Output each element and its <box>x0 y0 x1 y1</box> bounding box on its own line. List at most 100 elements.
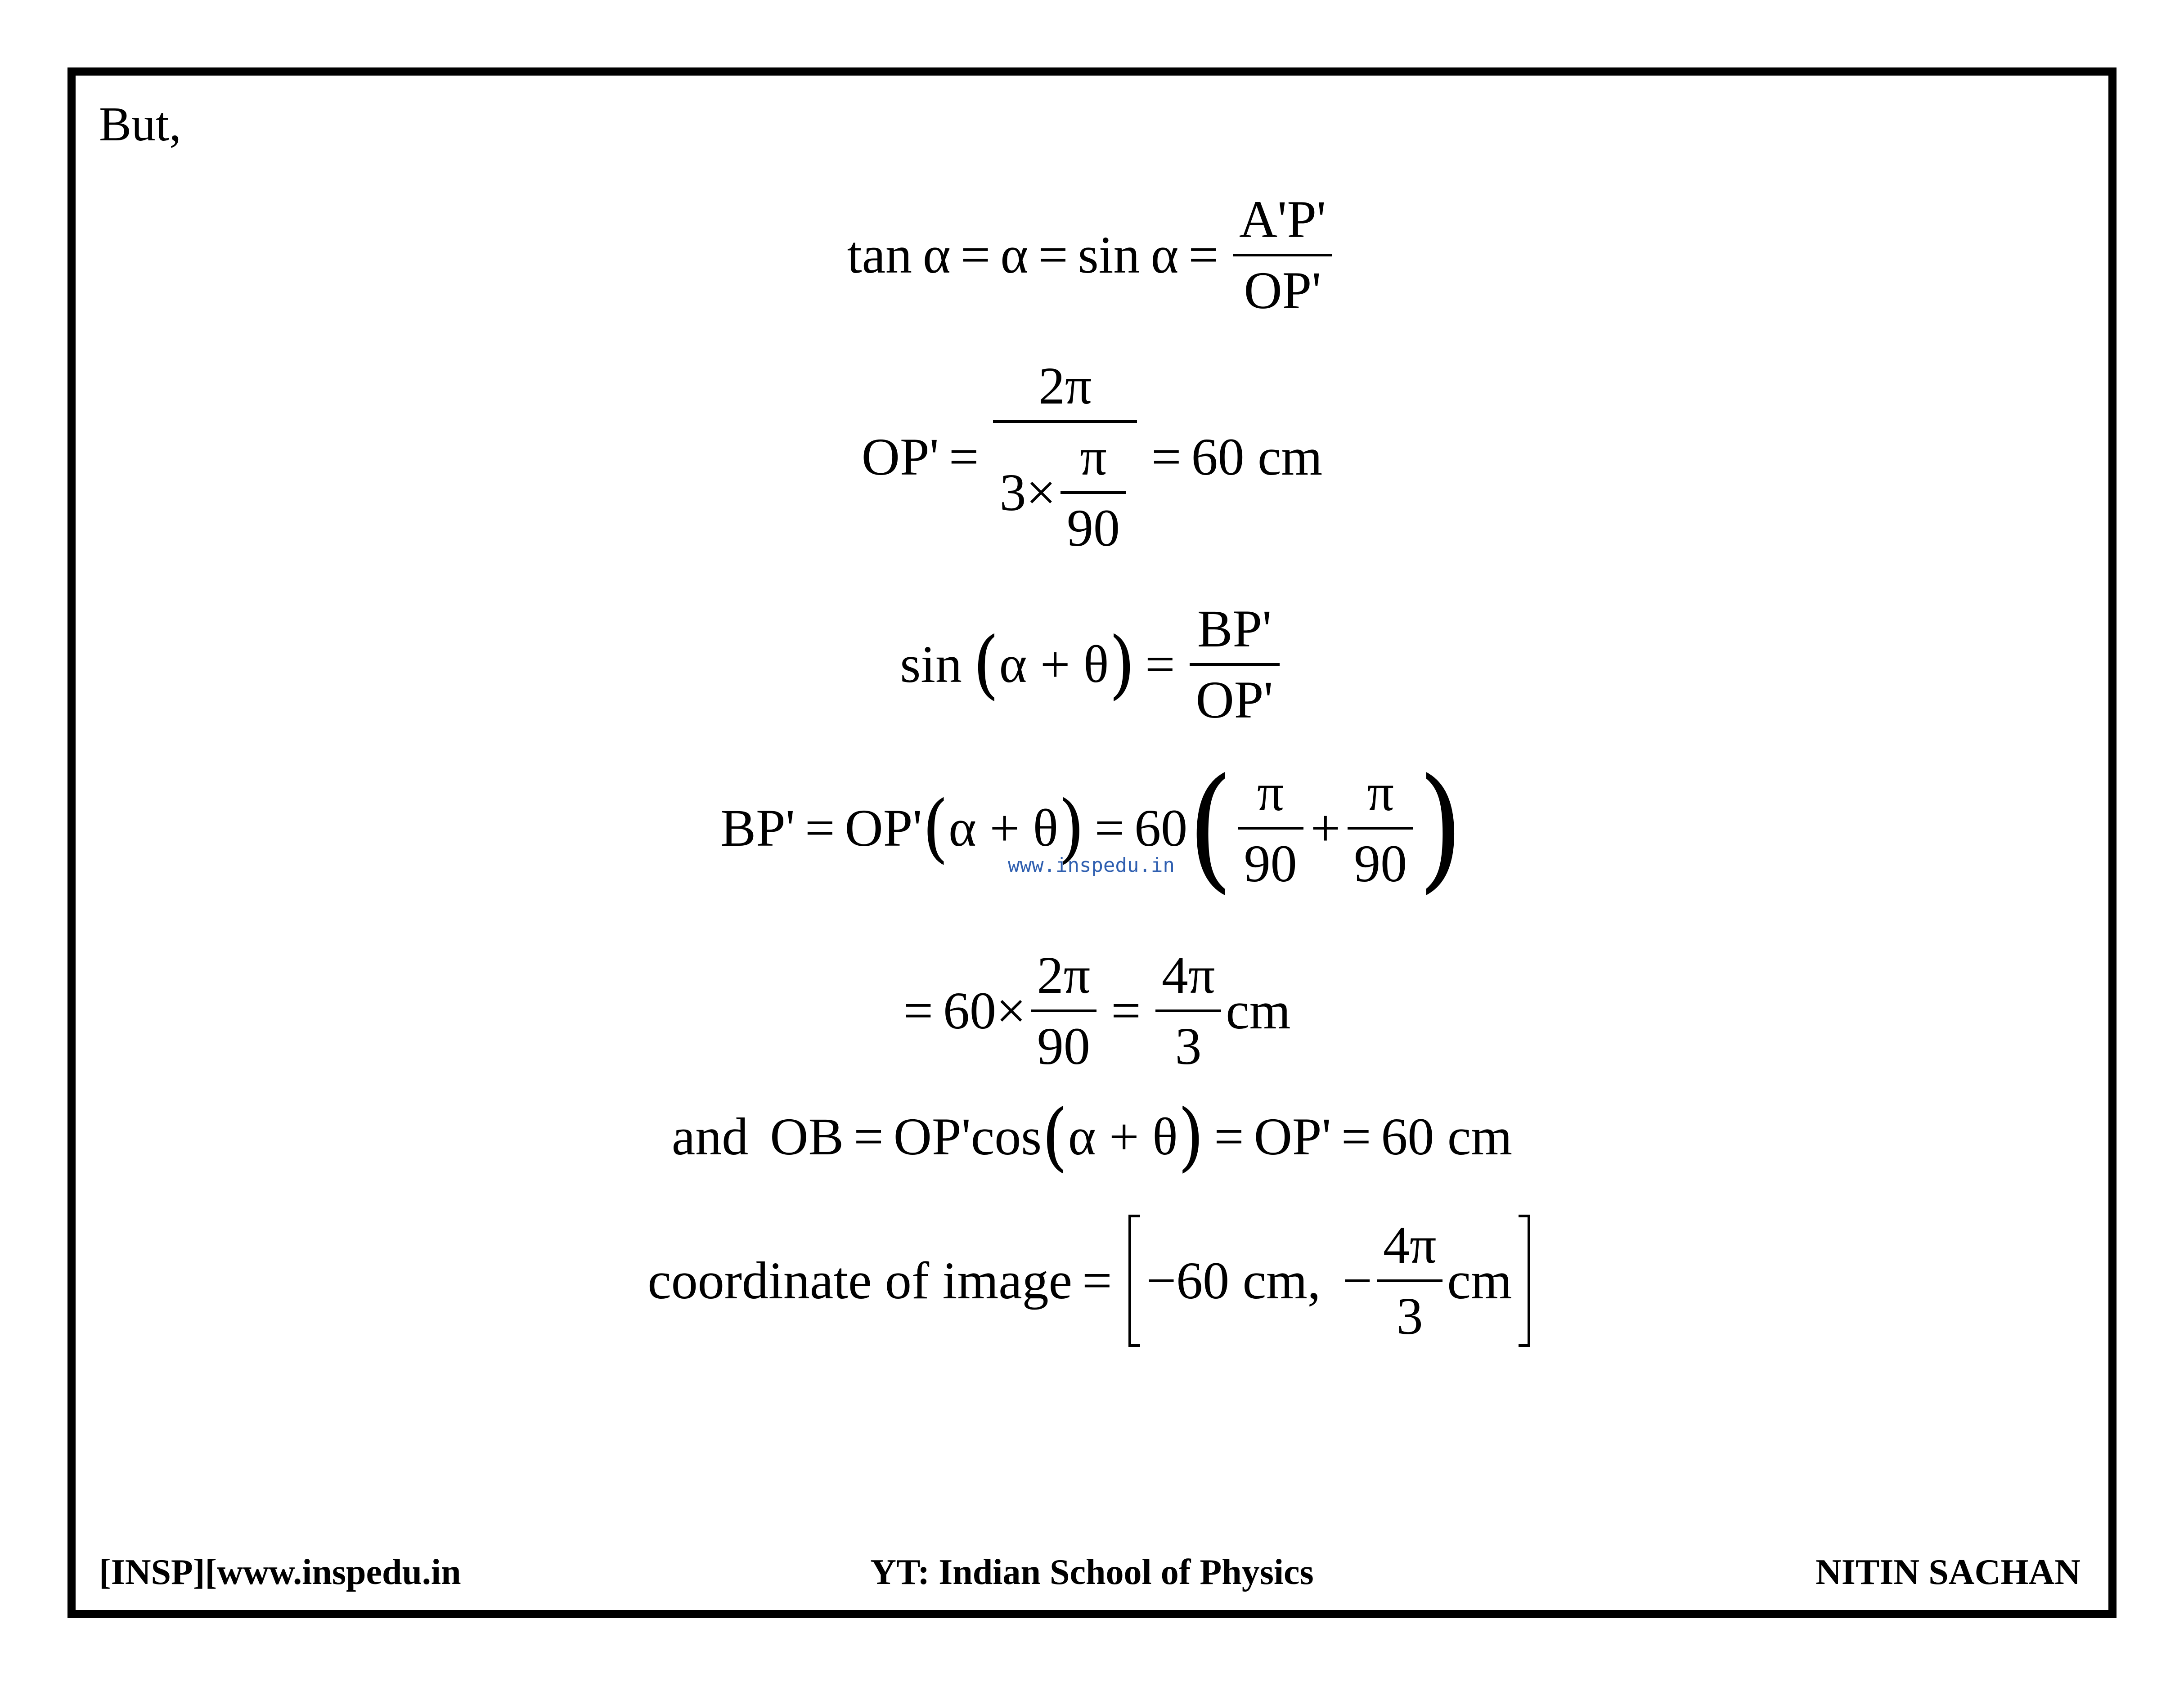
watermark-text: www.inspedu.in <box>1008 854 1175 877</box>
footer-left: [INSP][www.inspedu.in <box>99 1552 461 1592</box>
fraction-bar <box>1030 1010 1097 1012</box>
alpha-symbol: α <box>1000 225 1029 284</box>
denominator: 90 <box>1354 834 1407 893</box>
fraction: 4π 3 <box>1376 1215 1443 1347</box>
unit: cm <box>1226 981 1291 1040</box>
numerator: 4π <box>1161 946 1215 1005</box>
denominator: OP' <box>1244 261 1321 320</box>
equation-3: sin ( α + θ ) = BP' OP' <box>0 598 2184 731</box>
alpha-symbol: α <box>922 225 951 284</box>
equation-4: BP' = OP' ( α + θ ) = 60 ( π 90 + π 90 ) <box>0 750 2184 906</box>
equals-sign: = <box>1188 225 1218 284</box>
left-paren: ( <box>922 785 949 871</box>
fraction-bar <box>993 420 1137 423</box>
equals-sign: = <box>1094 799 1125 857</box>
footer-right: NITIN SACHAN <box>1816 1552 2081 1592</box>
fraction: π 90 <box>1348 762 1414 894</box>
fraction-bar <box>1155 1010 1222 1012</box>
right-paren: ) <box>1058 785 1085 871</box>
fraction: 2π 90 <box>1030 945 1097 1077</box>
sin-fn: sin <box>1078 225 1140 284</box>
alpha-symbol: α <box>1150 225 1179 284</box>
equals-sign: = <box>1214 1107 1244 1166</box>
fraction-bar <box>1348 827 1414 830</box>
fraction-bar <box>1061 491 1126 494</box>
equals-sign: = <box>960 225 991 284</box>
left-paren-large: ( <box>1187 750 1233 906</box>
denominator-coefficient: 3× <box>999 463 1056 522</box>
right-paren: ) <box>1109 621 1135 708</box>
equals-sign: = <box>948 427 979 486</box>
numerator: 2π <box>1037 946 1091 1005</box>
intro-text: But, <box>99 98 182 151</box>
equals-sign: = <box>1038 225 1068 284</box>
equals-sign: = <box>1341 1107 1371 1166</box>
equals-sign: = <box>854 1107 884 1166</box>
right-paren: ) <box>1177 1094 1204 1180</box>
result-value: 60 cm <box>1381 1107 1513 1166</box>
equals-sign: = <box>1111 981 1141 1040</box>
fraction-bar <box>1232 254 1333 256</box>
unit: cm <box>1447 1251 1512 1310</box>
denominator: 3 <box>1396 1287 1423 1346</box>
angle-sum: α + θ <box>999 635 1109 694</box>
fraction-bar <box>1189 663 1280 666</box>
op-prime-term: OP' <box>1254 1107 1331 1166</box>
equation-5: = 60× 2π 90 = 4π 3 cm <box>0 945 2184 1077</box>
numerator: π <box>1080 427 1107 486</box>
denominator: 90 <box>1067 498 1120 557</box>
numerator: 2π <box>1038 356 1092 415</box>
denominator: 90 <box>1037 1017 1090 1076</box>
fraction-bar <box>1237 827 1303 830</box>
equals-sign: = <box>1082 1251 1112 1310</box>
angle-sum: α + θ <box>948 799 1059 857</box>
bp-prime-term: BP' <box>720 799 795 857</box>
equals-sign: = <box>903 981 934 1040</box>
equation-7: coordinate of image = −60 cm, − 4π 3 cm <box>0 1215 2184 1347</box>
equals-sign: = <box>804 799 835 857</box>
equation-6: and OB = OP'cos ( α + θ ) = OP' = 60 cm <box>0 1094 2184 1180</box>
right-paren-large: ) <box>1418 750 1464 906</box>
coefficient: 60 <box>1134 799 1188 857</box>
right-bracket <box>1518 1215 1530 1347</box>
fraction: 4π 3 <box>1155 945 1222 1077</box>
left-bracket <box>1128 1215 1140 1347</box>
nested-fraction: π 90 <box>1061 426 1126 559</box>
fraction: π 90 <box>1237 762 1303 894</box>
denominator: 3 <box>1175 1017 1202 1076</box>
numerator: BP' <box>1197 599 1272 658</box>
denominator: 3× π 90 <box>993 423 1137 559</box>
conjunction-text: and <box>671 1107 749 1166</box>
op-prime-term: OP' <box>845 799 922 857</box>
fraction: 2π 3× π 90 <box>993 355 1137 559</box>
x-coordinate: −60 cm, <box>1146 1251 1321 1310</box>
result-value: 60 cm <box>1191 427 1323 486</box>
numerator: 4π <box>1383 1216 1437 1274</box>
op-cos-term: OP'cos <box>893 1107 1042 1166</box>
op-prime-term: OP' <box>861 427 939 486</box>
left-paren: ( <box>973 621 999 708</box>
page-border <box>67 67 2117 1618</box>
left-paren: ( <box>1042 1094 1068 1180</box>
equals-sign: = <box>1151 427 1182 486</box>
fraction: BP' OP' <box>1189 598 1280 731</box>
numerator: A'P' <box>1239 190 1326 249</box>
coordinate-label: coordinate of image <box>647 1251 1072 1310</box>
footer-center: YT: Indian School of Physics <box>870 1552 1314 1592</box>
plus-sign: + <box>1310 799 1341 857</box>
equation-2: OP' = 2π 3× π 90 = 60 cm <box>0 355 2184 559</box>
equals-sign: = <box>1145 635 1175 694</box>
denominator: 90 <box>1244 834 1297 893</box>
tan-fn: tan <box>847 225 912 284</box>
numerator: π <box>1367 763 1394 822</box>
equation-1: tan α = α = sin α = A'P' OP' <box>0 189 2184 321</box>
coefficient: 60× <box>943 981 1026 1040</box>
numerator: π <box>1257 763 1284 822</box>
fraction-bar <box>1376 1279 1443 1282</box>
denominator: OP' <box>1195 670 1273 729</box>
sin-fn: sin <box>900 635 962 694</box>
ob-term: OB <box>770 1107 844 1166</box>
angle-sum: α + θ <box>1068 1107 1178 1166</box>
fraction: A'P' OP' <box>1232 189 1333 321</box>
minus-sign: − <box>1342 1251 1372 1310</box>
